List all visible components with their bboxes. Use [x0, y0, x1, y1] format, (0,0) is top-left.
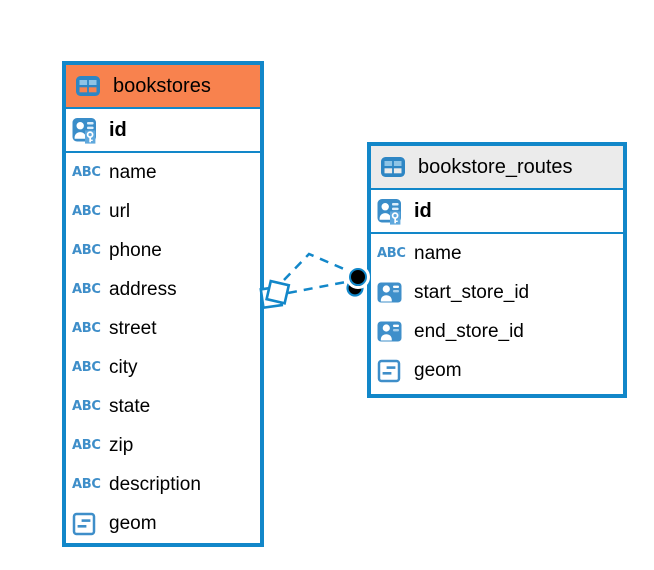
column-name: end_store_id: [414, 320, 524, 342]
relationship-line[interactable]: [287, 279, 352, 295]
column-name: name: [414, 242, 462, 264]
column-name: city: [109, 356, 138, 378]
column-name: zip: [109, 434, 134, 456]
table-grid-icon: [75, 75, 105, 97]
column-row-start-store-id[interactable]: start_store_id: [371, 273, 623, 312]
geometry-icon: [72, 512, 102, 536]
person-key-icon: [377, 198, 407, 225]
column-name: address: [109, 278, 177, 300]
column-name: street: [109, 317, 157, 339]
table-bookstore-routes[interactable]: bookstore_routes id ABC name: [367, 142, 627, 398]
column-name: description: [109, 473, 201, 495]
column-name: url: [109, 200, 131, 222]
abc-icon: ABC: [377, 246, 406, 261]
column-row-description[interactable]: ABC description: [66, 465, 260, 504]
column-row-geom[interactable]: geom: [66, 504, 260, 543]
column-name: name: [109, 161, 157, 183]
abc-icon: ABC: [72, 399, 101, 414]
column-row-name[interactable]: ABC name: [371, 234, 623, 273]
table-header-bookstore-routes[interactable]: bookstore_routes: [371, 146, 623, 190]
person-badge-icon: [377, 321, 407, 342]
abc-icon: ABC: [72, 243, 101, 258]
column-row-end-store-id[interactable]: end_store_id: [371, 312, 623, 351]
abc-icon: ABC: [72, 165, 101, 180]
relationship-diamond-endpoint[interactable]: [259, 279, 291, 310]
column-row-zip[interactable]: ABC zip: [66, 426, 260, 465]
column-name: phone: [109, 239, 162, 261]
table-header-bookstores[interactable]: bookstores: [66, 65, 260, 109]
person-key-icon: [72, 117, 102, 144]
relationship-circle-endpoint[interactable]: [346, 265, 370, 297]
column-row-address[interactable]: ABC address: [66, 270, 260, 309]
abc-icon: ABC: [72, 438, 101, 453]
column-row-name[interactable]: ABC name: [66, 153, 260, 192]
column-row-geom[interactable]: geom: [371, 351, 623, 390]
table-bookstores[interactable]: bookstores id ABC name: [62, 61, 264, 547]
abc-icon: ABC: [72, 282, 101, 297]
abc-icon: ABC: [72, 204, 101, 219]
table-title: bookstores: [113, 74, 211, 97]
relationship-line[interactable]: [283, 252, 352, 281]
column-row-state[interactable]: ABC state: [66, 387, 260, 426]
column-row-city[interactable]: ABC city: [66, 348, 260, 387]
table-title: bookstore_routes: [418, 155, 573, 178]
column-name: start_store_id: [414, 281, 530, 303]
column-row-id[interactable]: id: [66, 109, 260, 153]
column-name: id: [414, 199, 432, 222]
column-name: geom: [414, 359, 462, 381]
table-grid-icon: [380, 156, 410, 178]
person-badge-icon: [377, 282, 407, 303]
abc-icon: ABC: [72, 477, 101, 492]
column-row-url[interactable]: ABC url: [66, 192, 260, 231]
abc-icon: ABC: [72, 360, 101, 375]
column-name: geom: [109, 512, 157, 534]
column-name: state: [109, 395, 151, 417]
column-row-id[interactable]: id: [371, 190, 623, 234]
column-row-street[interactable]: ABC street: [66, 309, 260, 348]
column-row-phone[interactable]: ABC phone: [66, 231, 260, 270]
abc-icon: ABC: [72, 321, 101, 336]
column-name: id: [109, 118, 127, 141]
geometry-icon: [377, 359, 407, 383]
